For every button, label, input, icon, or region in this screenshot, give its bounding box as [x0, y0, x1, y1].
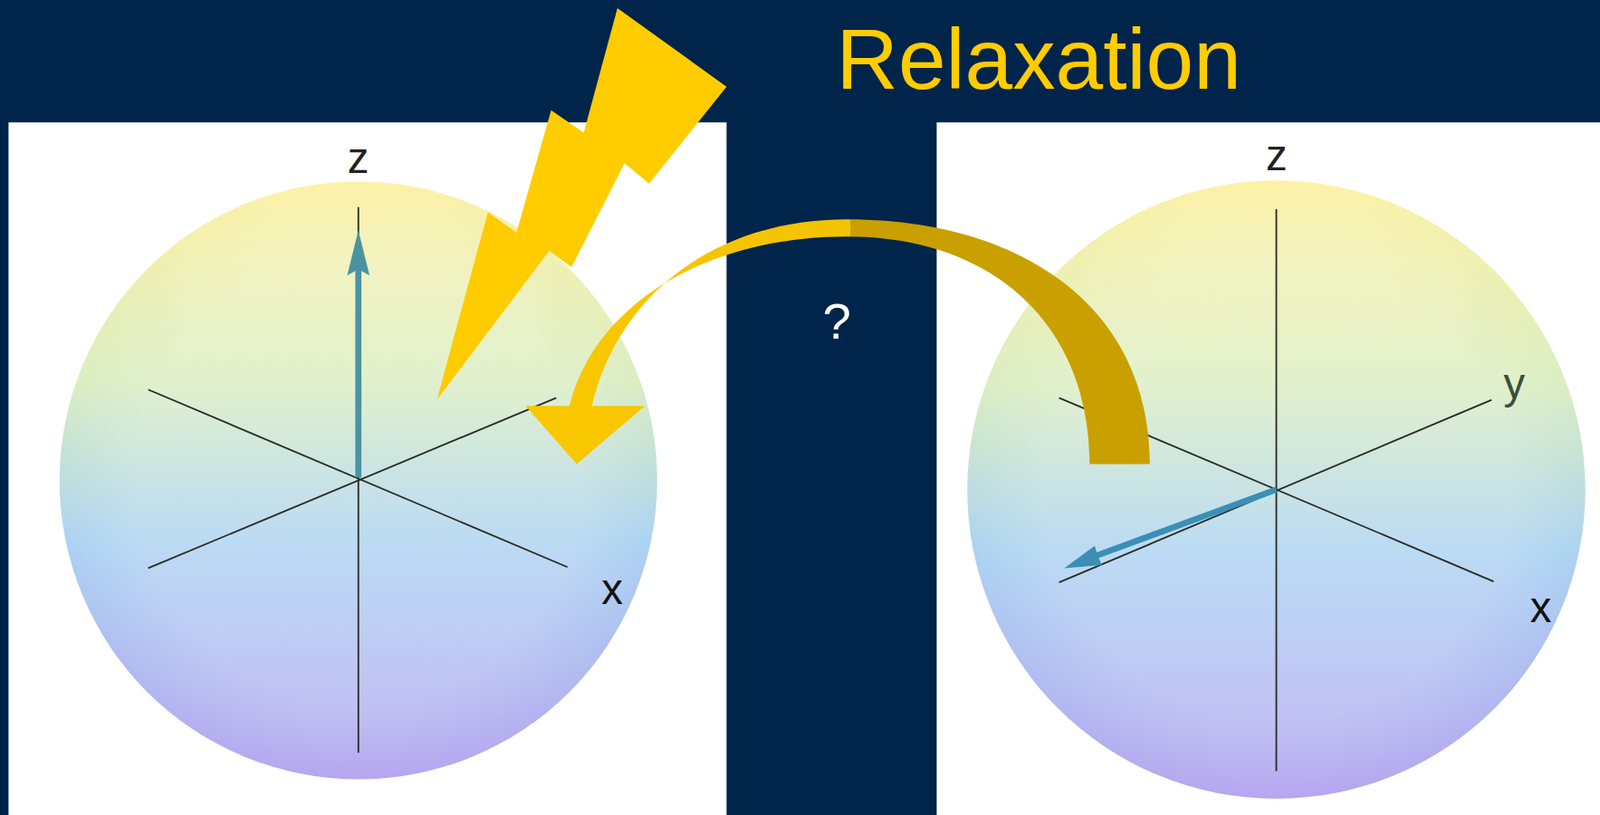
- axis-label: x: [601, 568, 623, 612]
- sphere-shade: [59, 182, 658, 780]
- question-mark: ?: [822, 296, 851, 347]
- slide-title: Relaxation: [836, 16, 1242, 103]
- lightning-bolt: [436, 8, 727, 401]
- sphere-shade: [967, 180, 1586, 799]
- state-vector: [346, 230, 370, 479]
- bloch-sphere: [967, 180, 1586, 799]
- axis-label: z: [1265, 134, 1288, 178]
- curved-arrow: [525, 219, 1150, 464]
- axis-label: y: [1503, 362, 1525, 405]
- axes: [148, 207, 1495, 772]
- axis-label: z: [347, 136, 370, 180]
- axis-label: x: [1530, 585, 1553, 629]
- bloch-sphere: [59, 182, 658, 780]
- state-vector: [1063, 489, 1276, 569]
- left-panel: [8, 122, 727, 815]
- right-panel: [936, 122, 1600, 815]
